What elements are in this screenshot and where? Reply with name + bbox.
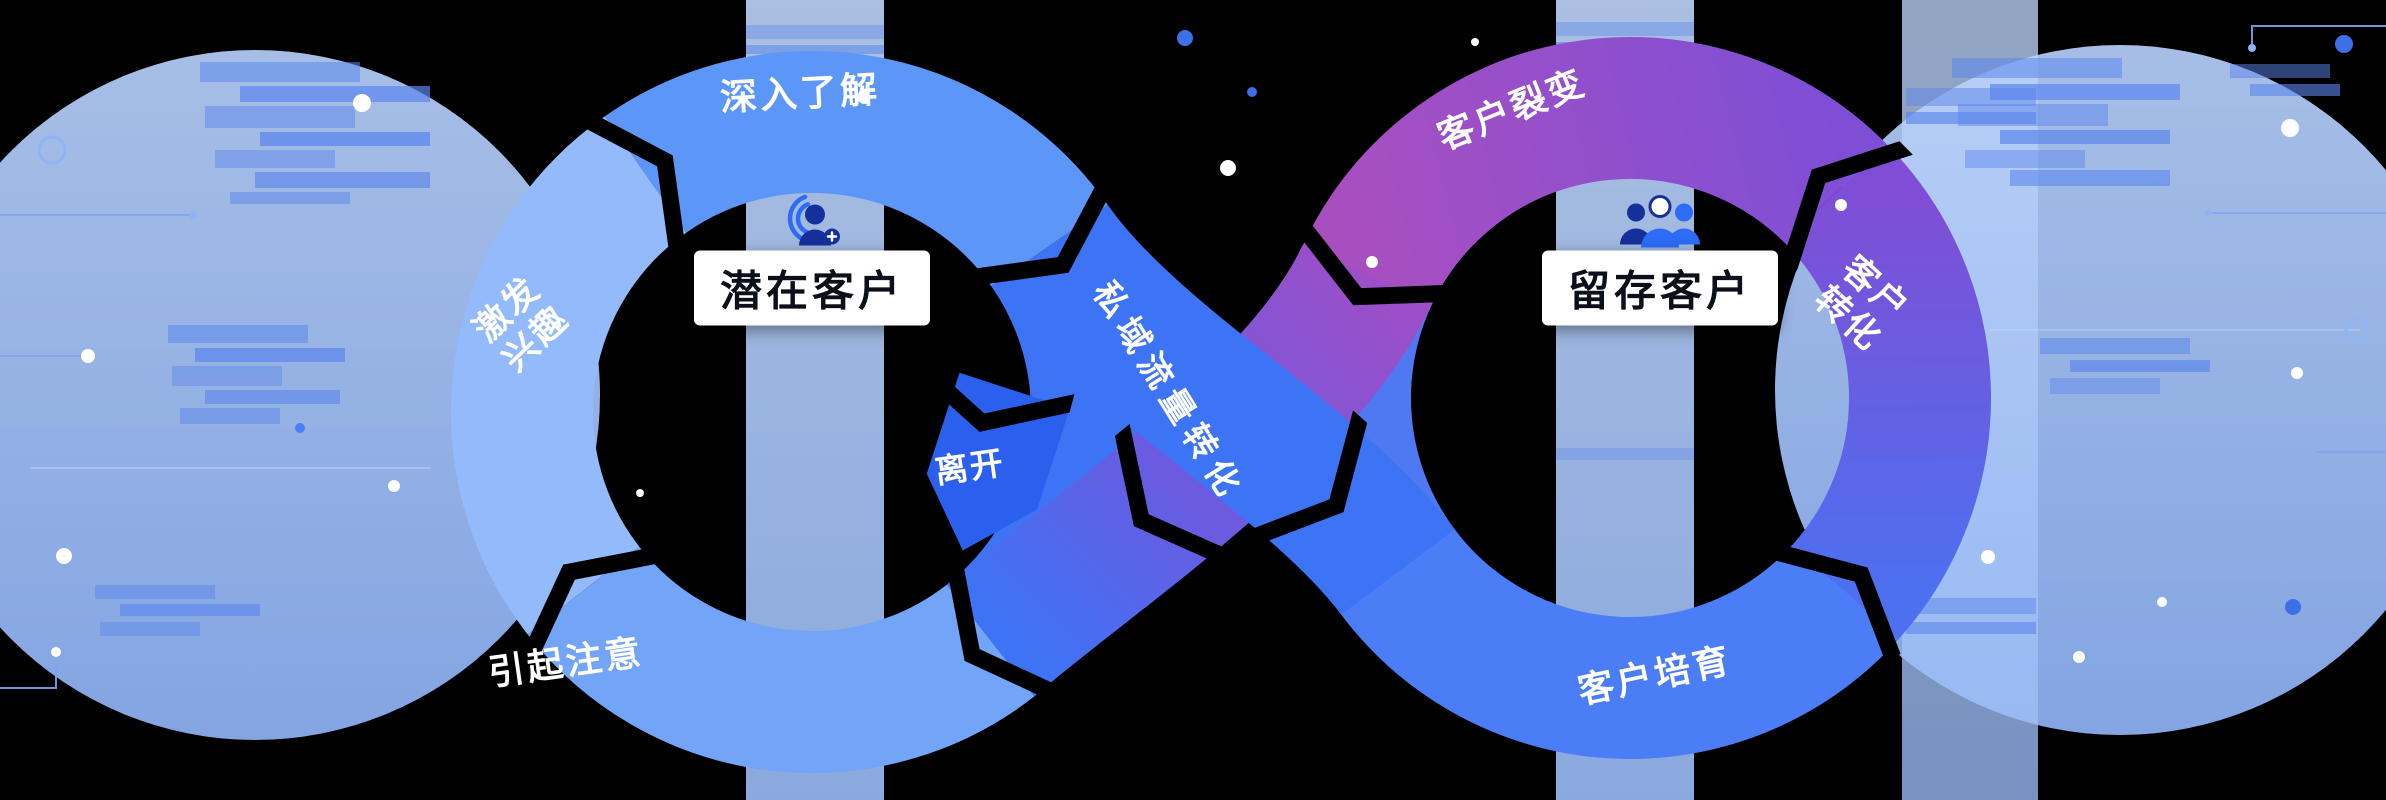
retained-customer-card: 留存客户 [1541,250,1779,326]
stage-arc-awareness [527,545,1035,774]
notch-dots [858,92,1847,268]
stage-label-understand: 深入了解 [719,69,881,119]
stage-arc-interest [450,116,688,635]
mosaic-decoration [95,22,2340,636]
stage-arc-convert [1783,142,1991,640]
decor-dots [37,30,2370,663]
potential-customer-card: 潜在客户 [693,250,931,326]
connector-bands [952,204,1455,689]
stage-arc-nurture [1334,522,1899,759]
stage-arc-understand [605,50,1108,288]
retained-customers-icon [1612,191,1708,258]
potential-customer-icon [775,193,849,260]
stage-arc-fission [1302,36,1886,307]
conversion-band [991,204,1455,616]
decor-lines [0,25,2386,689]
